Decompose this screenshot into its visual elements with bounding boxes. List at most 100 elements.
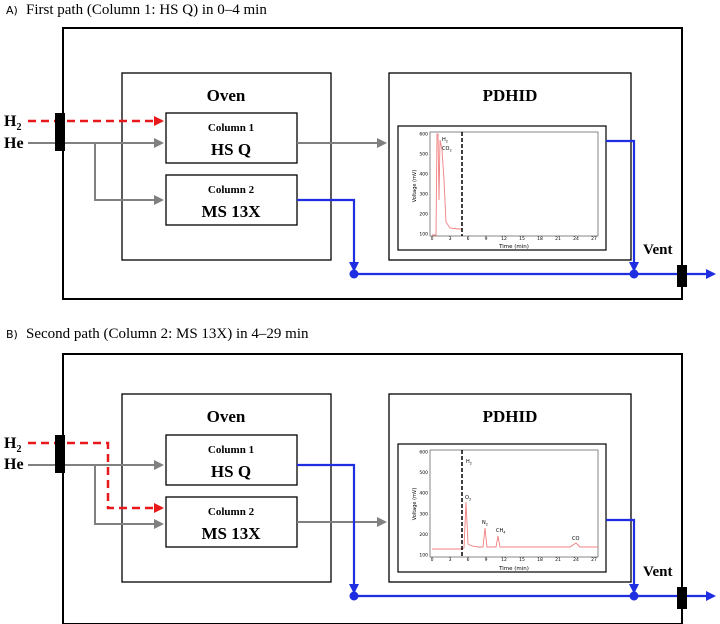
inlet-port <box>55 435 65 473</box>
inset-y-tick-label: 400 <box>419 172 428 178</box>
inset-x-tick-label: 9 <box>485 557 488 563</box>
chromatogram-inset: 600 500 400 300 200 100 0 3 6 9 12 15 18 21 24 27 Volt… <box>397 443 607 573</box>
column-1-phase: HS Q <box>211 140 251 159</box>
inset-x-tick-label: 3 <box>449 236 452 242</box>
inset-x-tick-label: 24 <box>573 236 579 242</box>
column-2-phase: MS 13X <box>201 524 261 543</box>
inset-x-tick-label: 12 <box>501 236 507 242</box>
system-frame <box>62 27 683 300</box>
oven-label: Oven <box>207 407 246 426</box>
inset-x-tick-label: 18 <box>537 557 543 563</box>
panel-title: Second path (Column 2: MS 13X) in 4–29 m… <box>26 326 309 342</box>
inset-x-tick-label: 15 <box>519 236 525 242</box>
column-1-box <box>165 112 298 164</box>
junction-node <box>349 591 359 601</box>
peak-label-h2: H2 <box>466 459 472 466</box>
inset-x-tick-label: 21 <box>555 236 561 242</box>
panel-b: B) Second path (Column 2: MS 13X) in 4–2… <box>4 326 716 624</box>
column-2-bypass-line <box>297 198 359 272</box>
inset-y-tick-label: 500 <box>419 470 428 476</box>
panel-tag: B) <box>6 328 18 341</box>
vent-port <box>677 587 687 609</box>
inset-x-label: Time (min) <box>498 566 529 572</box>
panel-tag: A) <box>6 4 18 17</box>
vent-label: Vent <box>643 564 672 580</box>
vent-label: Vent <box>643 242 672 258</box>
inset-y-ticks: 600 500 400 300 200 100 <box>419 450 428 559</box>
inset-x-tick-label: 24 <box>573 557 579 563</box>
oven-label: Oven <box>207 86 246 105</box>
column-1-phase: HS Q <box>211 462 251 481</box>
inset-x-tick-label: 0 <box>431 236 434 242</box>
inset-x-tick-label: 27 <box>591 236 597 242</box>
peak-label-co2: CO2 <box>442 146 452 153</box>
column-1-box <box>165 434 298 486</box>
junction-node <box>349 269 359 279</box>
column-2-box <box>165 496 298 548</box>
peak-label-h2: H2 <box>442 137 448 144</box>
inset-y-ticks: 600 500 400 300 200 100 <box>419 132 428 238</box>
inset-y-tick-label: 200 <box>419 212 428 218</box>
inset-y-tick-label: 100 <box>419 232 428 238</box>
inset-x-tick-label: 27 <box>591 557 597 563</box>
h2-label: H2 <box>4 113 21 133</box>
inset-x-tick-label: 3 <box>449 557 452 563</box>
peak-label-o2: O2 <box>465 495 471 502</box>
h2-label: H2 <box>4 435 21 455</box>
junction-node <box>629 591 639 601</box>
oven-box <box>121 72 332 261</box>
peak-label-co: CO <box>572 536 579 542</box>
inset-y-tick-label: 600 <box>419 132 428 138</box>
inset-y-tick-label: 500 <box>419 152 428 158</box>
inset-y-tick-label: 300 <box>419 192 428 198</box>
inset-y-tick-label: 200 <box>419 532 428 538</box>
inset-y-tick-label: 400 <box>419 491 428 497</box>
pdhid-label: PDHID <box>483 86 538 105</box>
junction-node <box>629 269 639 279</box>
inset-y-tick-label: 300 <box>419 511 428 517</box>
column-2-name: Column 2 <box>208 184 255 196</box>
column-2-box <box>165 174 298 226</box>
pdhid-box <box>388 393 632 583</box>
he-label: He <box>4 135 24 152</box>
vent-port <box>677 265 687 287</box>
chromatogram-inset: 600 500 400 300 200 100 0 3 6 9 12 15 18 21 24 27 Volt… <box>397 125 607 251</box>
pdhid-outlet-line <box>606 518 639 594</box>
inset-y-tick-label: 600 <box>419 450 428 456</box>
system-frame <box>62 353 683 624</box>
peak-label-ch4: CH4 <box>496 528 506 535</box>
inset-x-tick-label: 21 <box>555 557 561 563</box>
pdhid-box <box>388 72 632 261</box>
helium-line-to-column-2 <box>94 143 164 205</box>
column-1-bypass-line <box>297 463 359 594</box>
oven-box <box>121 393 332 583</box>
inset-x-ticks: 0 3 6 9 12 15 18 21 24 27 <box>431 236 597 242</box>
inset-x-tick-label: 6 <box>467 557 470 563</box>
pdhid-label: PDHID <box>483 407 538 426</box>
column-1-name: Column 1 <box>208 444 254 456</box>
inset-x-tick-label: 15 <box>519 557 525 563</box>
inset-y-label: Voltage (mV) <box>412 170 418 203</box>
inset-x-tick-label: 9 <box>485 236 488 242</box>
inset-x-ticks: 0 3 6 9 12 15 18 21 24 27 <box>431 557 597 563</box>
panel-title: First path (Column 1: HS Q) in 0–4 min <box>26 2 267 18</box>
inset-y-tick-label: 100 <box>419 553 428 559</box>
inset-x-tick-label: 12 <box>501 557 507 563</box>
chromatogram-trace <box>432 501 598 550</box>
peak-label-n2: N2 <box>482 520 488 527</box>
inset-x-tick-label: 0 <box>431 557 434 563</box>
panel-a: A) First path (Column 1: HS Q) in 0–4 mi… <box>4 2 716 300</box>
inset-x-label: Time (min) <box>498 244 529 250</box>
pdhid-outlet-line <box>606 139 639 272</box>
column-2-name: Column 2 <box>208 506 255 518</box>
helium-line-to-column-2 <box>94 465 164 529</box>
inset-x-tick-label: 6 <box>467 236 470 242</box>
hydrogen-line-to-column-2 <box>28 441 164 513</box>
he-label: He <box>4 456 24 473</box>
inset-x-tick-label: 18 <box>537 236 543 242</box>
inlet-port <box>55 113 65 151</box>
column-1-name: Column 1 <box>208 122 254 134</box>
inset-y-label: Voltage (mV) <box>412 488 418 521</box>
chromatogram-trace <box>432 133 462 236</box>
